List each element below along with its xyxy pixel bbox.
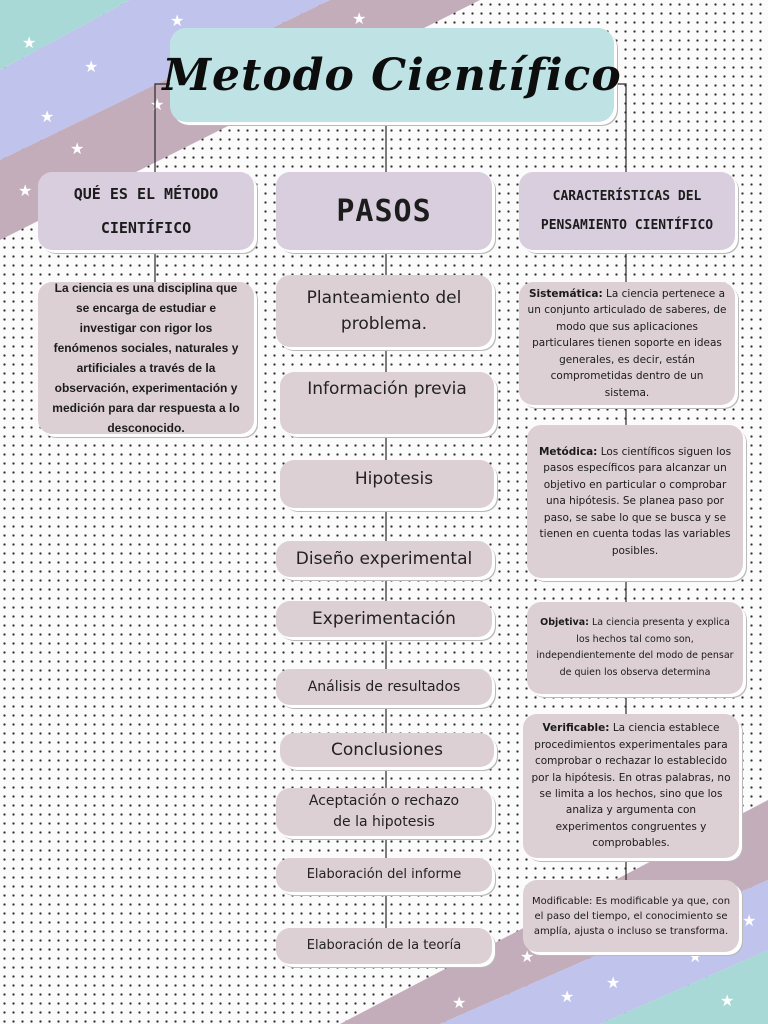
svg-text:★: ★ <box>452 993 466 1012</box>
step-box: Hipotesis <box>280 460 494 508</box>
svg-text:★: ★ <box>40 107 54 126</box>
step-box: Planteamiento del problema. <box>276 275 492 347</box>
title-box: Metodo Científico <box>162 28 621 122</box>
definition-header-box: QUÉ ES EL MÉTODO CIENTÍFICO <box>38 172 254 250</box>
svg-text:★: ★ <box>606 973 620 992</box>
svg-text:★: ★ <box>720 991 734 1010</box>
page-title: Metodo Científico <box>162 49 622 101</box>
svg-text:★: ★ <box>742 911 756 930</box>
step-box: Conclusiones <box>280 733 494 767</box>
step-box: Aceptación o rechazo de la hipotesis <box>276 788 492 836</box>
characteristic-term: Metódica: <box>538 446 598 459</box>
step-box: Información previa <box>280 372 494 434</box>
characteristic-box: Modificable: Es modificable ya que, con … <box>523 880 739 952</box>
step-box: Diseño experimental <box>276 541 492 577</box>
step-label: Elaboración de la teoría <box>306 938 462 953</box>
characteristics-header: CARACTERÍSTICAS DEL PENSAMIENTO CIENTÍFI… <box>540 189 714 233</box>
characteristic-box: Verificable: La ciencia establece proced… <box>523 714 739 858</box>
step-box: Experimentación <box>276 601 492 637</box>
step-label: Diseño experimental <box>295 549 473 569</box>
step-label: Hipotesis <box>354 469 434 489</box>
svg-text:★: ★ <box>150 95 164 114</box>
step-box: Análisis de resultados <box>276 669 492 705</box>
svg-text:★: ★ <box>170 11 184 30</box>
characteristic-term: Sistemática: <box>528 288 603 301</box>
svg-text:★: ★ <box>22 33 36 52</box>
definition-box: La ciencia es una disciplina que se enca… <box>38 281 254 435</box>
characteristics-header-box: CARACTERÍSTICAS DEL PENSAMIENTO CIENTÍFI… <box>519 172 735 250</box>
characteristic-text: La ciencia establece procedimientos expe… <box>531 722 731 850</box>
step-label: Planteamiento del problema. <box>306 288 462 334</box>
characteristic-text: Los científicos siguen los pasos específ… <box>539 446 732 557</box>
definition-text: La ciencia es una disciplina que se enca… <box>52 281 240 435</box>
steps-header: PASOS <box>336 193 432 229</box>
svg-text:★: ★ <box>560 987 574 1006</box>
svg-text:★: ★ <box>352 9 366 28</box>
step-box: Elaboración del informe <box>276 858 492 892</box>
steps-header-box: PASOS <box>276 172 492 250</box>
svg-text:★: ★ <box>70 139 84 158</box>
characteristic-term: Objetiva: <box>540 617 589 628</box>
step-label: Elaboración del informe <box>306 867 462 882</box>
step-label: Información previa <box>307 379 467 399</box>
characteristic-box: Objetiva: La ciencia presenta y explica … <box>527 602 743 694</box>
characteristic-text: Es modificable ya que, con el paso del t… <box>533 895 731 937</box>
characteristic-box: Sistemática: La ciencia pertenece a un c… <box>519 282 735 405</box>
svg-text:★: ★ <box>84 57 98 76</box>
characteristic-term: Modificable: <box>531 895 593 907</box>
characteristic-text: La ciencia presenta y explica los hechos… <box>536 617 734 678</box>
svg-text:★: ★ <box>520 947 534 966</box>
step-box: Elaboración de la teoría <box>276 928 492 964</box>
characteristic-text: La ciencia pertenece a un conjunto artic… <box>527 288 727 399</box>
characteristic-term: Verificable: <box>542 722 610 735</box>
step-label: Análisis de resultados <box>307 678 461 695</box>
characteristic-box: Metódica: Los científicos siguen los pas… <box>527 425 743 578</box>
step-label: Experimentación <box>312 609 456 629</box>
step-label: Aceptación o rechazo de la hipotesis <box>308 793 460 830</box>
step-label: Conclusiones <box>331 740 443 760</box>
svg-text:★: ★ <box>18 181 32 200</box>
definition-header: QUÉ ES EL MÉTODO CIENTÍFICO <box>73 185 219 237</box>
